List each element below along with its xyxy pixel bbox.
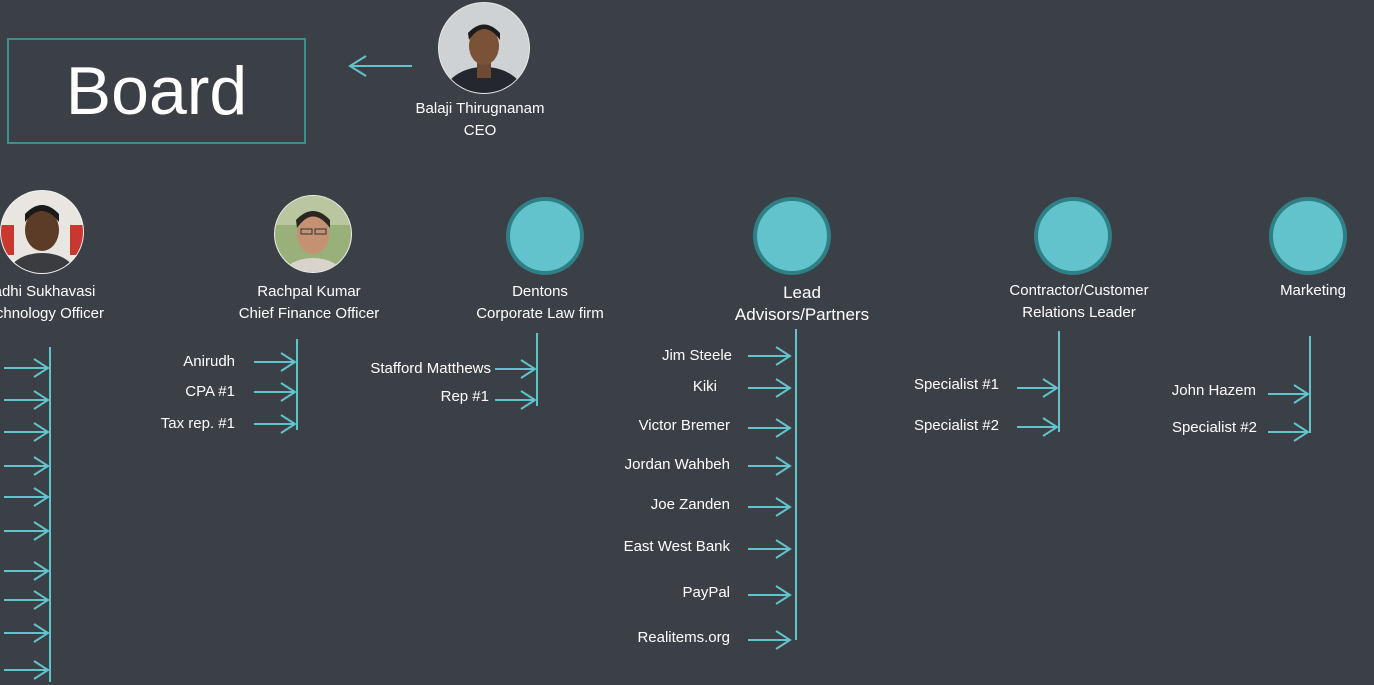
marketing-report-1: Specialist #2 [1171, 419, 1257, 436]
advisors-report-1: Kiki [692, 378, 717, 395]
advisors-report-arrow [748, 497, 792, 517]
cto-label: radhi Sukhavasi Technology Officer [0, 281, 150, 325]
cto-report-arrow [4, 422, 50, 442]
advisors-report-7: Realitems.org [637, 629, 730, 646]
cto-report-arrow [4, 623, 50, 643]
law-label: Dentons Corporate Law firm [455, 281, 625, 325]
advisors-report-arrow [748, 378, 792, 398]
cto-report-arrow [4, 487, 50, 507]
cto-report-arrow [4, 561, 50, 581]
advisors-report-arrow [748, 346, 792, 366]
law-report-arrow [495, 390, 537, 410]
contractor-title: Relations Leader [1022, 304, 1136, 321]
advisors-report-arrow [748, 456, 792, 476]
advisors-report-4: Joe Zanden [650, 496, 730, 513]
marketing-report-arrow [1268, 422, 1310, 442]
contractor-avatar-placeholder [1034, 197, 1112, 275]
contractor-name: Contractor/Customer [1009, 282, 1149, 299]
cto-report-arrow [4, 521, 50, 541]
cfo-name: Rachpal Kumar [257, 283, 361, 300]
marketing-name: Marketing [1280, 282, 1346, 299]
cto-report-arrow [4, 358, 50, 378]
cfo-title: Chief Finance Officer [238, 305, 380, 322]
advisors-report-2: Victor Bremer [638, 417, 730, 434]
contractor-label: Contractor/Customer Relations Leader [990, 280, 1168, 324]
advisors-title: Advisors/Partners [734, 305, 870, 324]
cfo-report-arrow [254, 352, 297, 372]
advisors-report-5: East West Bank [623, 538, 730, 555]
law-report-0: Stafford Matthews [370, 360, 491, 377]
cfo-report-arrow [254, 382, 297, 402]
cto-report-arrow [4, 390, 50, 410]
marketing-avatar-placeholder [1269, 197, 1347, 275]
marketing-report-arrow [1268, 384, 1310, 404]
cto-report-arrow [4, 590, 50, 610]
advisors-report-6: PayPal [682, 584, 730, 601]
cfo-avatar [274, 195, 352, 273]
cto-name: radhi Sukhavasi [0, 283, 96, 300]
contractor-report-arrow [1017, 417, 1059, 437]
cto-avatar [0, 190, 84, 274]
advisors-report-0: Jim Steele [661, 347, 732, 364]
advisors-avatar-placeholder [753, 197, 831, 275]
law-report-arrow [495, 359, 537, 379]
law-avatar-placeholder [506, 197, 584, 275]
advisors-label: Lead Advisors/Partners [712, 282, 892, 326]
cto-title: Technology Officer [0, 305, 104, 322]
advisors-name: Lead [783, 283, 821, 302]
advisors-report-arrow [748, 585, 792, 605]
cfo-report-arrow [254, 414, 297, 434]
advisors-report-3: Jordan Wahbeh [624, 456, 730, 473]
law-title: Corporate Law firm [476, 305, 604, 322]
ceo-name: Balaji Thirugnanam [415, 100, 545, 117]
cto-report-arrow [4, 660, 50, 680]
ceo-title: CEO [463, 122, 497, 139]
board-title: Board [65, 53, 248, 129]
advisors-report-arrow [748, 539, 792, 559]
ceo-avatar [438, 2, 530, 94]
cfo-report-1: CPA #1 [185, 383, 235, 400]
law-name: Dentons [512, 283, 568, 300]
cfo-report-0: Anirudh [183, 353, 235, 370]
ceo-to-board-arrow [348, 55, 412, 77]
contractor-report-1: Specialist #2 [913, 417, 999, 434]
advisors-report-arrow [748, 630, 792, 650]
board-box: Board [7, 38, 306, 144]
cfo-report-2: Tax rep. #1 [160, 415, 235, 432]
ceo-label: Balaji Thirugnanam CEO [400, 98, 560, 142]
marketing-report-0: John Hazem [1171, 382, 1256, 399]
contractor-report-0: Specialist #1 [913, 376, 999, 393]
law-report-1: Rep #1 [440, 388, 489, 405]
advisors-report-arrow [748, 418, 792, 438]
marketing-label: Marketing [1258, 280, 1368, 302]
cfo-label: Rachpal Kumar Chief Finance Officer [214, 281, 404, 325]
cto-report-arrow [4, 456, 50, 476]
contractor-report-arrow [1017, 378, 1059, 398]
